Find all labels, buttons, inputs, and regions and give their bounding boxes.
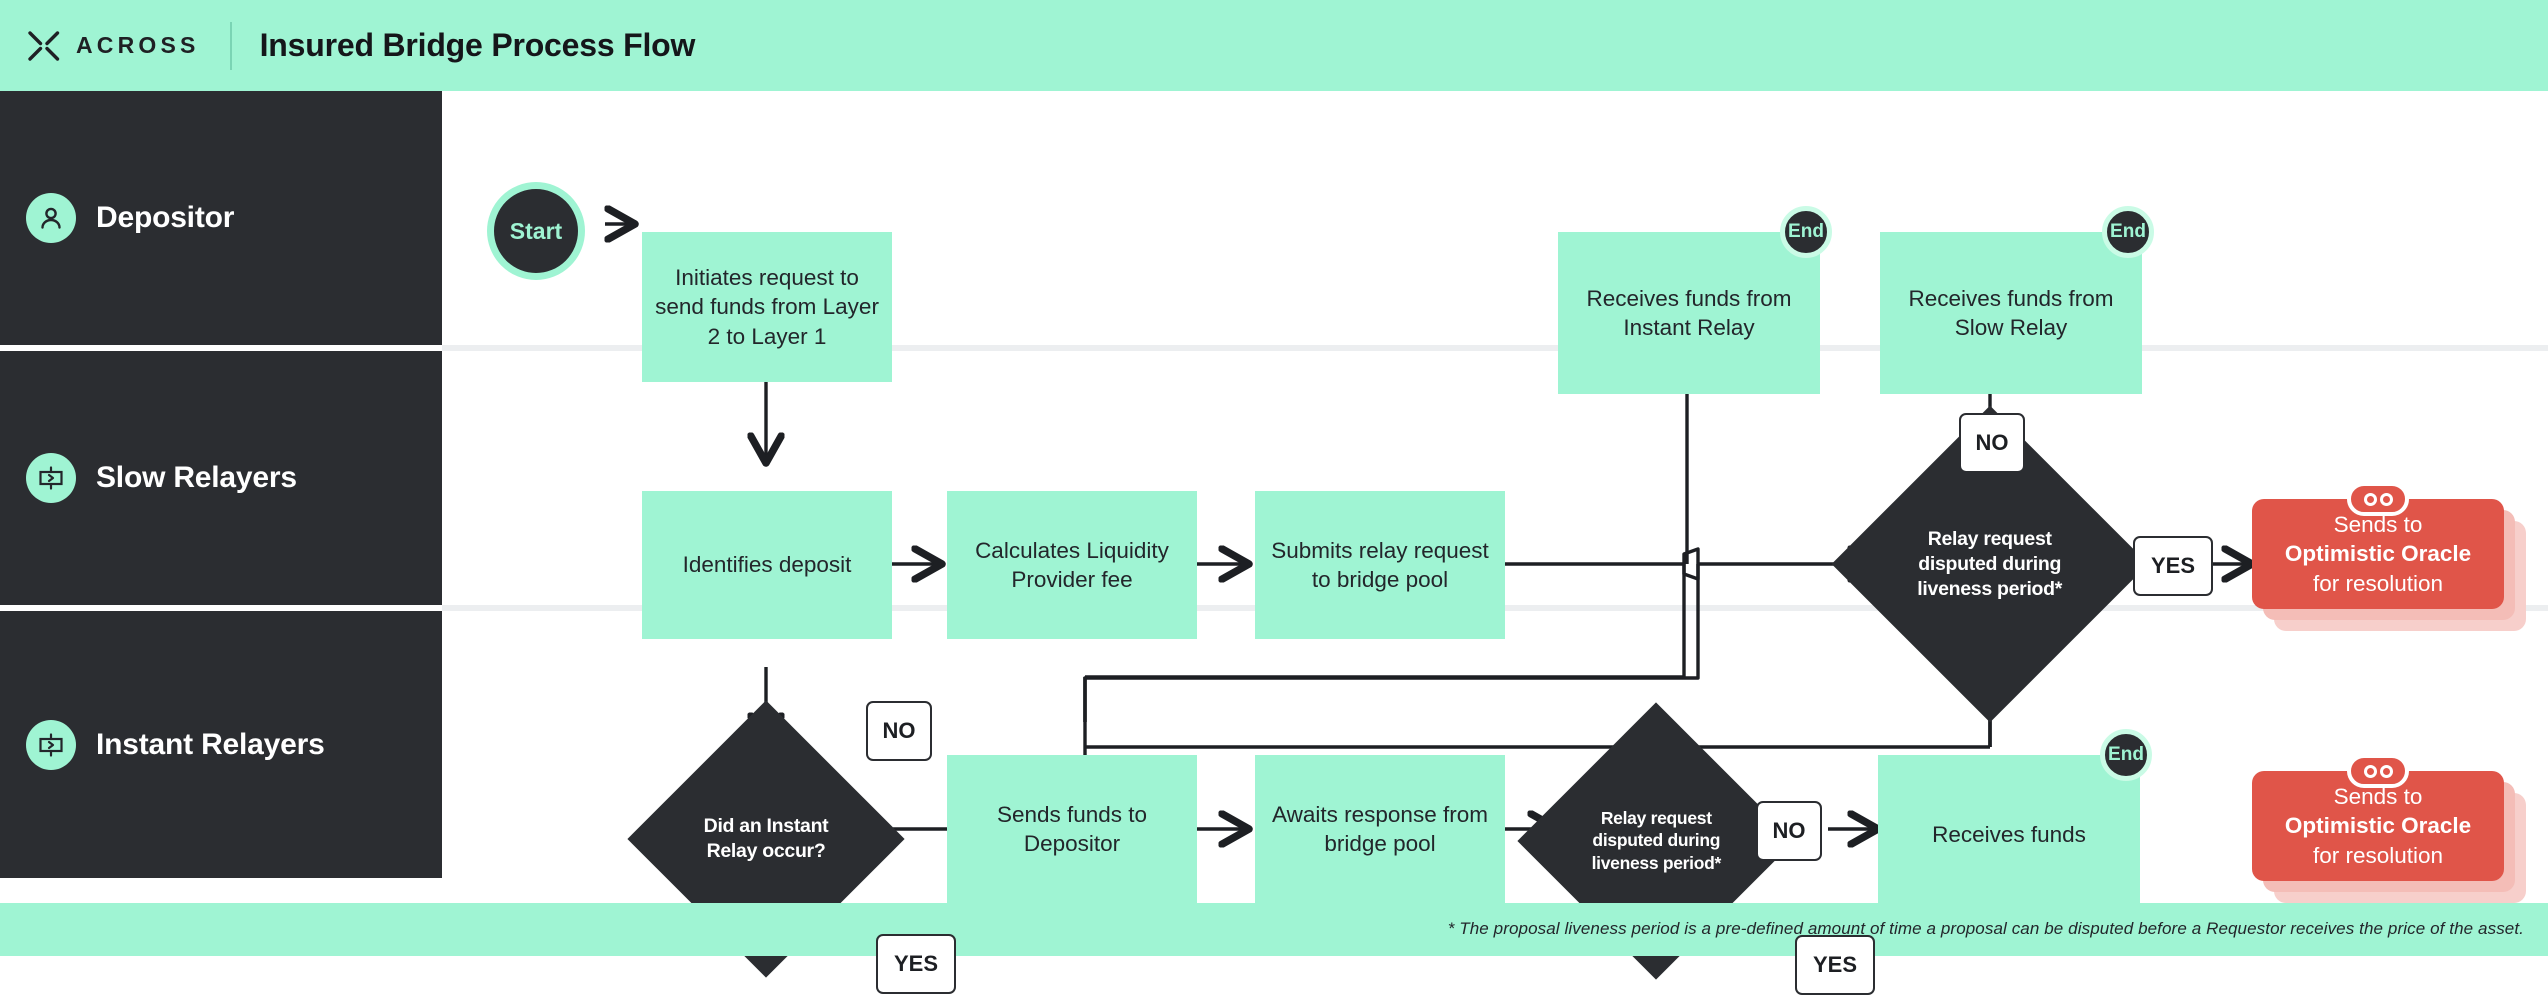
edge-label-no-instant-relay: NO [866,701,932,761]
brand-name: ACROSS [76,32,200,58]
node-sends-funds-to-depositor[interactable]: Sends funds to Depositor [947,755,1197,903]
node-oracle-instant[interactable]: Sends to Optimistic Oracle for resolutio… [2252,754,2548,903]
oracle-line-1: Sends to [2333,784,2423,810]
edge-label-no-slow-dispute: NO [1959,413,2025,473]
edge-label-yes-instant-relay: YES [876,934,956,994]
node-receives-funds-instant-relay[interactable]: Receives funds from Instant Relay End [1558,206,1832,394]
page-title: Insured Bridge Process Flow [259,27,696,63]
lane-label-instant-relayers: Instant Relayers [96,727,325,761]
relay-icon [26,453,76,503]
lane-label-slow-relayers: Slow Relayers [96,461,297,494]
user-icon [26,193,76,243]
card-front: Sends to Optimistic Oracle for resolutio… [2252,499,2504,609]
optimistic-oracle-icon [2347,754,2409,788]
node-awaits-response[interactable]: Awaits response from bridge pool [1255,755,1505,903]
lane-label-depositor: Depositor [96,201,235,234]
card-front: Sends to Optimistic Oracle for resolutio… [2252,771,2504,881]
node-oracle-slow[interactable]: Sends to Optimistic Oracle for resolutio… [2252,482,2548,631]
node-initiates-request[interactable]: Initiates request to send funds from Lay… [642,232,892,382]
app-footer: * The proposal liveness period is a pre-… [0,903,2548,956]
relay-icon [26,719,76,770]
across-x-icon [26,28,62,64]
oracle-line-2: Optimistic Oracle [2284,541,2472,567]
start-node[interactable]: Start [487,182,585,280]
flow-canvas: Depositor Slow Relayers Instant Relayers [0,91,2548,995]
edge-label-yes-slow-dispute: YES [2133,536,2213,596]
header-divider [229,21,232,70]
app-header: ACROSS Insured Bridge Process Flow [0,0,2548,91]
node-receives-funds-slow-relay[interactable]: Receives funds from Slow Relay End [1880,206,2154,394]
node-label: Did an Instant Relay occur? [703,815,829,862]
node-receives-funds[interactable]: Receives funds End [1878,729,2152,915]
lane-divider [442,345,2548,351]
node-calculates-lp-fee[interactable]: Calculates Liquidity Provider fee [947,491,1197,639]
node-label: Receives funds [1878,755,2140,915]
node-identifies-deposit[interactable]: Identifies deposit [642,491,892,639]
node-decision-slow-dispute[interactable]: Relay request disputed during liveness p… [1831,405,2149,723]
oracle-line-2: Optimistic Oracle [2284,813,2472,839]
node-label: Receives funds from Slow Relay [1880,232,2142,394]
node-label: Relay request disputed during liveness p… [1591,808,1721,874]
sidebar-item-instant-relayers[interactable]: Instant Relayers [0,611,442,878]
edge-label-no-instant-dispute: NO [1756,801,1822,861]
optimistic-oracle-icon [2347,482,2409,516]
end-badge: End [1780,206,1832,258]
oracle-line-3: for resolution [2312,842,2444,868]
node-submits-relay-request[interactable]: Submits relay request to bridge pool [1255,491,1505,639]
sidebar-item-depositor[interactable]: Depositor [0,91,442,345]
oracle-line-3: for resolution [2312,570,2444,596]
oracle-line-1: Sends to [2333,512,2423,538]
node-label: Receives funds from Instant Relay [1558,232,1820,394]
footnote-text: * The proposal liveness period is a pre-… [1447,919,2524,938]
node-label: Relay request disputed during liveness p… [1917,527,2063,600]
end-badge: End [2100,729,2152,781]
edge-label-yes-instant-dispute: YES [1795,935,1875,995]
brand-logo[interactable]: ACROSS [26,28,200,64]
sidebar-item-slow-relayers[interactable]: Slow Relayers [0,351,442,605]
end-badge: End [2102,206,2154,258]
